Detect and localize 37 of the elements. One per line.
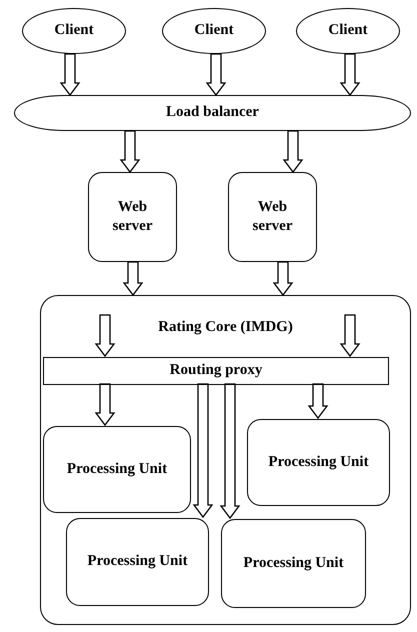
node-label: Client — [193, 21, 235, 40]
block-arrow — [122, 261, 144, 296]
block-arrow — [308, 383, 328, 420]
node-label: Routing proxy — [168, 361, 264, 380]
server-box — [88, 172, 177, 262]
server-box — [221, 519, 366, 608]
server-box — [43, 426, 191, 513]
block-arrow — [120, 130, 140, 174]
server-box — [247, 419, 390, 506]
node-label: Client — [327, 21, 369, 40]
node-label: Client — [53, 21, 95, 40]
server-box — [228, 172, 317, 262]
node-label: Load balancer — [165, 103, 260, 122]
block-arrow — [60, 53, 80, 96]
balancer-band — [14, 95, 411, 131]
block-arrow — [220, 383, 240, 520]
node-label: Processing Unit — [66, 460, 168, 479]
core-container — [40, 295, 411, 625]
block-arrow — [340, 53, 360, 96]
node-label: Web server — [252, 198, 294, 236]
node-label: Processing Unit — [86, 552, 189, 572]
block-arrow — [282, 130, 304, 174]
block-arrow — [94, 383, 116, 426]
block-arrow — [94, 314, 116, 358]
node-label: Rating Core (IMDG) — [157, 318, 294, 337]
server-box — [66, 518, 209, 606]
proxy-bar — [43, 357, 389, 385]
client-ellipse — [22, 8, 126, 54]
client-ellipse — [162, 8, 266, 54]
client-ellipse — [296, 8, 400, 54]
node-label: Processing Unit — [242, 554, 345, 573]
block-arrow — [272, 261, 294, 296]
block-arrow — [206, 53, 226, 96]
node-label: Processing Unit — [267, 452, 370, 472]
node-label: Web server — [112, 198, 154, 236]
block-arrow — [340, 314, 360, 358]
block-arrow — [192, 383, 214, 518]
